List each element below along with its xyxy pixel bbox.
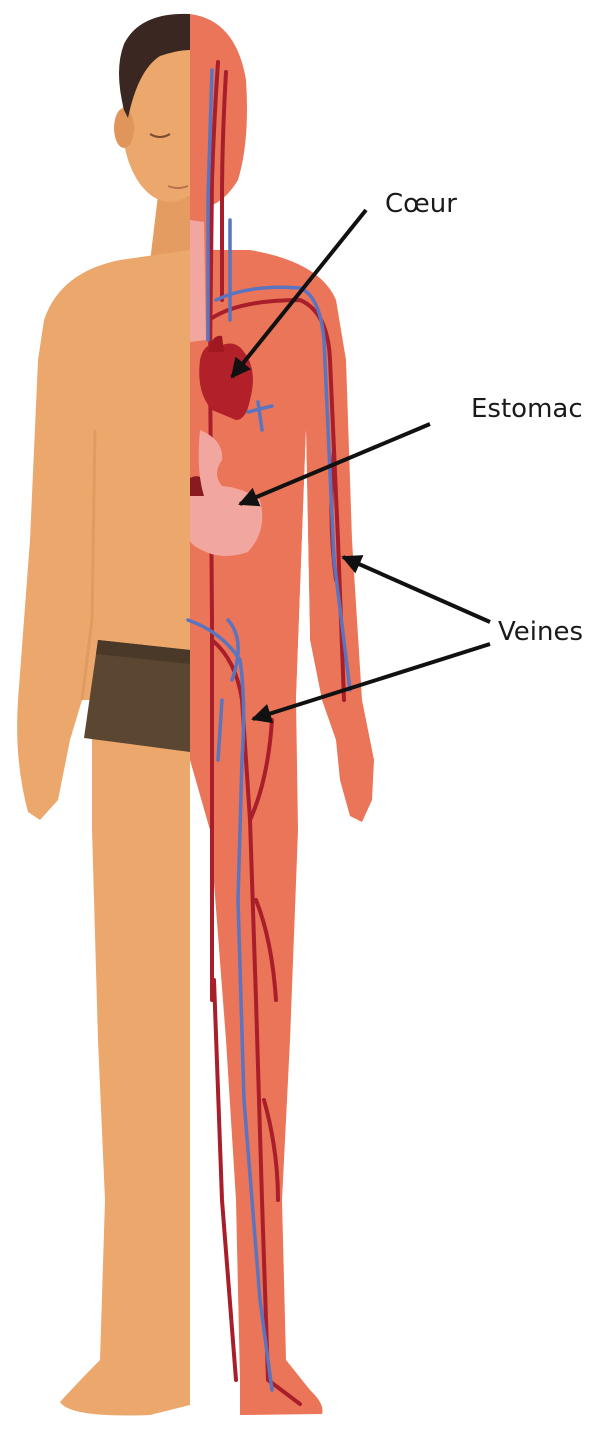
veins-arrow-arm [343, 557, 490, 622]
label-heart: Cœur [385, 189, 457, 219]
label-veins: Veines [498, 617, 583, 647]
label-stomach: Estomac [471, 394, 583, 424]
body-skin-half [17, 14, 218, 1416]
body-interior-half [188, 14, 374, 1415]
